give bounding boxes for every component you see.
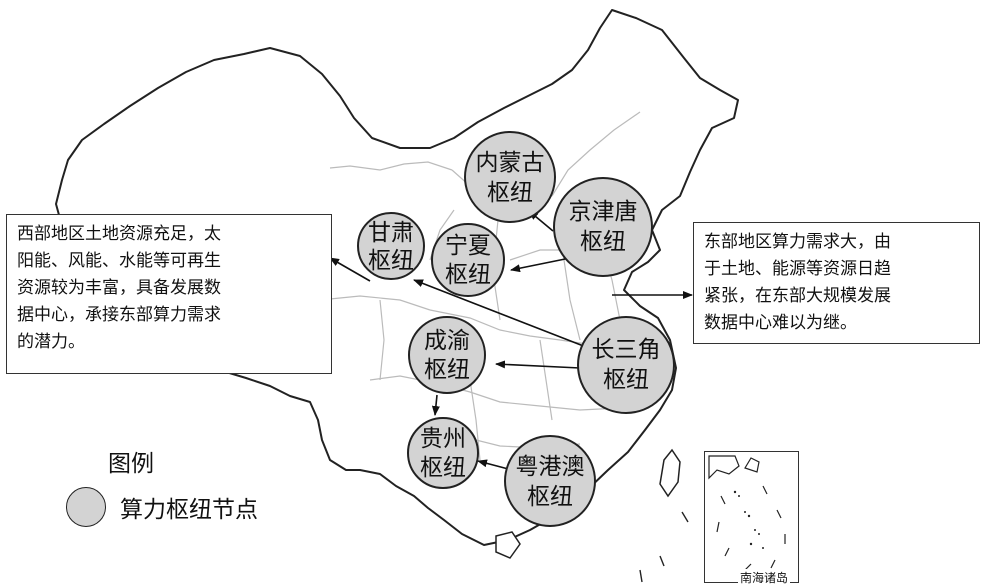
callout-east-line: 于土地、能源等资源日趋 [704,259,891,279]
hub-name: 长三角 [592,337,661,363]
callout-west-line: 西部地区土地资源充足，太 [17,224,221,244]
flow-arrows [329,210,693,471]
legend-item-label: 算力枢纽节点 [120,497,258,523]
arrow-chengyu-to-guizhou [431,394,440,416]
callout-west: 西部地区土地资源充足，太 阳能、风能、水能等可再生 资源较为丰富，具备发展数 据… [6,214,332,374]
hub-node-guizhou: 贵州 枢纽 [407,417,479,489]
legend-title: 图例 [108,451,154,477]
arrow-west-callout-to-gansu [329,257,371,282]
hub-name: 京津唐 [569,199,638,225]
hub-node-chengyu: 成渝 枢纽 [408,316,486,394]
hub-suffix: 枢纽 [603,367,649,393]
hub-node-jing-jin-tang: 京津唐 枢纽 [553,177,653,277]
hub-suffix: 枢纽 [445,262,491,288]
hub-suffix: 枢纽 [487,180,533,206]
hub-suffix: 枢纽 [527,484,573,510]
maritime-boundary [639,511,689,583]
callout-east-line: 东部地区算力需求大，由 [704,232,891,252]
hub-suffix: 枢纽 [580,229,626,255]
hub-name: 成渝 [424,328,470,354]
legend-node-icon [66,487,106,527]
island-hainan [495,531,521,559]
hub-name: 宁夏 [445,233,491,259]
hub-node-gansu: 甘肃 枢纽 [357,212,425,280]
south-china-sea-inset [704,451,799,583]
hub-name: 内蒙古 [476,150,545,176]
inset-label: 南海诸岛 [738,569,791,586]
hub-name: 贵州 [420,426,466,452]
hub-node-yangtze-delta: 长三角 枢纽 [577,316,675,414]
arrow-jjt-to-ningxia [510,256,576,273]
arrow-yangtze-to-gansu [413,279,587,348]
island-taiwan [659,448,681,498]
hub-node-ningxia: 宁夏 枢纽 [431,223,505,297]
hub-suffix: 枢纽 [424,357,470,383]
callout-east-line: 数据中心难以为继。 [704,313,857,333]
callout-east-line: 紧张，在东部大规模发展 [704,286,891,306]
legend-item: 算力枢纽节点 [66,487,258,527]
hub-node-gba: 粤港澳 枢纽 [504,435,596,527]
callout-west-line: 资源较为丰富，具备发展数 [17,278,221,298]
callout-west-line: 据中心，承接东部算力需求 [17,305,221,325]
hub-suffix: 枢纽 [368,248,414,274]
hub-name: 粤港澳 [516,454,585,480]
hub-suffix: 枢纽 [420,455,466,481]
hub-name: 甘肃 [368,220,414,246]
hub-node-inner-mongolia: 内蒙古 枢纽 [464,131,556,223]
callout-west-line: 阳能、风能、水能等可再生 [17,251,221,271]
callout-west-line: 的潜力。 [17,332,85,352]
inset-map [708,455,786,571]
callout-east: 东部地区算力需求大，由 于土地、能源等资源日趋 紧张，在东部大规模发展 数据中心… [693,222,980,344]
arrow-yangtze-to-chengyu [495,360,581,369]
